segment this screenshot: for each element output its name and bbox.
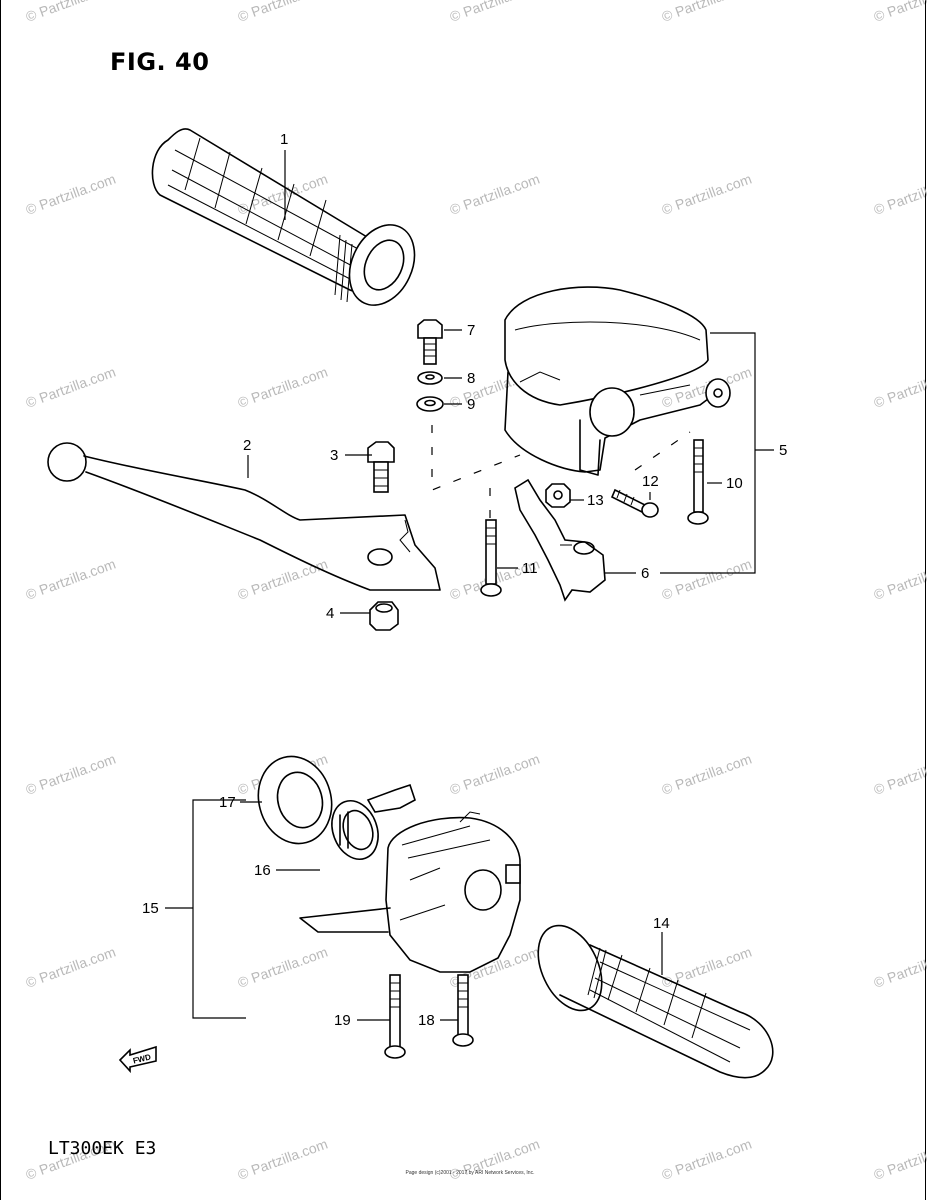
left-page-edge <box>0 0 1 1200</box>
part-5-master-cylinder[interactable] <box>504 286 731 476</box>
watermark-text: © Partzilla.com <box>872 171 927 218</box>
leader-lines <box>165 150 774 1021</box>
part-7-bolt[interactable] <box>417 319 443 365</box>
callout-11: 11 <box>522 560 538 577</box>
watermark-text: © Partzilla.com <box>236 556 330 603</box>
callout-6: 6 <box>641 565 649 582</box>
callout-17: 17 <box>219 794 236 811</box>
watermark-text: © Partzilla.com <box>236 944 330 991</box>
watermark-text: © Partzilla.com <box>448 171 542 218</box>
part-1-left-grip[interactable] <box>151 128 427 316</box>
part-15-switch-housing[interactable] <box>299 811 521 973</box>
part-18-screw[interactable] <box>452 974 474 1047</box>
watermark-text: © Partzilla.com <box>24 171 118 218</box>
part-14-right-grip[interactable] <box>526 915 774 1079</box>
callout-13: 13 <box>587 492 604 509</box>
part-8-washer[interactable] <box>417 371 443 385</box>
watermark-text: © Partzilla.com <box>236 0 330 25</box>
watermark-text: © Partzilla.com <box>660 944 754 991</box>
watermark-text: © Partzilla.com <box>872 944 927 991</box>
watermark-text: © Partzilla.com <box>236 1136 330 1183</box>
model-code: LT300EK E3 <box>48 1138 157 1159</box>
callout-12: 12 <box>642 473 659 490</box>
callout-16: 16 <box>254 862 271 879</box>
watermark-text: © Partzilla.com <box>660 171 754 218</box>
right-page-edge <box>925 0 926 1200</box>
watermark-text: © Partzilla.com <box>872 751 927 798</box>
part-16-throttle-sleeve[interactable] <box>324 783 416 866</box>
callout-18: 18 <box>418 1012 435 1029</box>
watermark-text: © Partzilla.com <box>448 0 542 25</box>
watermark-text: © Partzilla.com <box>24 751 118 798</box>
watermark-text: © Partzilla.com <box>24 0 118 25</box>
callout-15: 15 <box>142 900 159 917</box>
callout-19: 19 <box>334 1012 351 1029</box>
watermark-text: © Partzilla.com <box>872 1136 927 1183</box>
part-17-dust-cover[interactable] <box>249 748 341 852</box>
callout-1: 1 <box>280 131 288 148</box>
figure-title: FIG. 40 <box>110 48 210 76</box>
part-2-brake-lever[interactable] <box>47 442 441 591</box>
callout-14: 14 <box>653 915 670 932</box>
watermark-text: © Partzilla.com <box>872 364 927 411</box>
callout-7: 7 <box>467 322 475 339</box>
part-10-bolt[interactable] <box>687 439 709 525</box>
callout-8: 8 <box>467 370 475 387</box>
watermark-text: © Partzilla.com <box>448 751 542 798</box>
callout-3: 3 <box>330 447 338 464</box>
watermark-text: © Partzilla.com <box>24 556 118 603</box>
watermark-text: © Partzilla.com <box>872 0 927 25</box>
watermark-text: © Partzilla.com <box>660 0 754 25</box>
callout-4: 4 <box>326 605 334 622</box>
part-12-screw[interactable] <box>610 488 659 518</box>
callout-10: 10 <box>726 475 743 492</box>
watermark-layer: © Partzilla.com © Partzilla.com © Partzill… <box>24 0 927 1183</box>
part-3-pivot-bolt[interactable] <box>367 441 395 493</box>
watermark-text: © Partzilla.com <box>660 556 754 603</box>
callout-9: 9 <box>467 396 475 413</box>
watermark-text: © Partzilla.com <box>872 556 927 603</box>
watermark-text: © Partzilla.com <box>660 1136 754 1183</box>
part-6-lever-bracket[interactable] <box>514 478 606 602</box>
part-13-nut[interactable] <box>545 483 571 508</box>
callout-labels: 1 2 3 4 5 6 7 8 9 10 11 12 13 14 15 16 1… <box>142 131 787 1029</box>
watermark-text: © Partzilla.com <box>236 364 330 411</box>
fwd-label: FWD <box>132 1052 152 1065</box>
fwd-arrow-icon: FWD <box>118 1045 157 1074</box>
callout-5: 5 <box>779 442 787 459</box>
part-4-nut[interactable] <box>369 601 399 631</box>
watermark-text: © Partzilla.com <box>24 364 118 411</box>
watermark-text: © Partzilla.com <box>24 944 118 991</box>
part-11-bolt[interactable] <box>480 519 502 597</box>
part-19-screw[interactable] <box>384 974 406 1059</box>
copyright-note: Page design (c)2001 - 2017 by ARI Networ… <box>405 1170 535 1176</box>
callout-2: 2 <box>243 437 251 454</box>
part-9-washer[interactable] <box>416 396 444 412</box>
watermark-text: © Partzilla.com <box>660 751 754 798</box>
